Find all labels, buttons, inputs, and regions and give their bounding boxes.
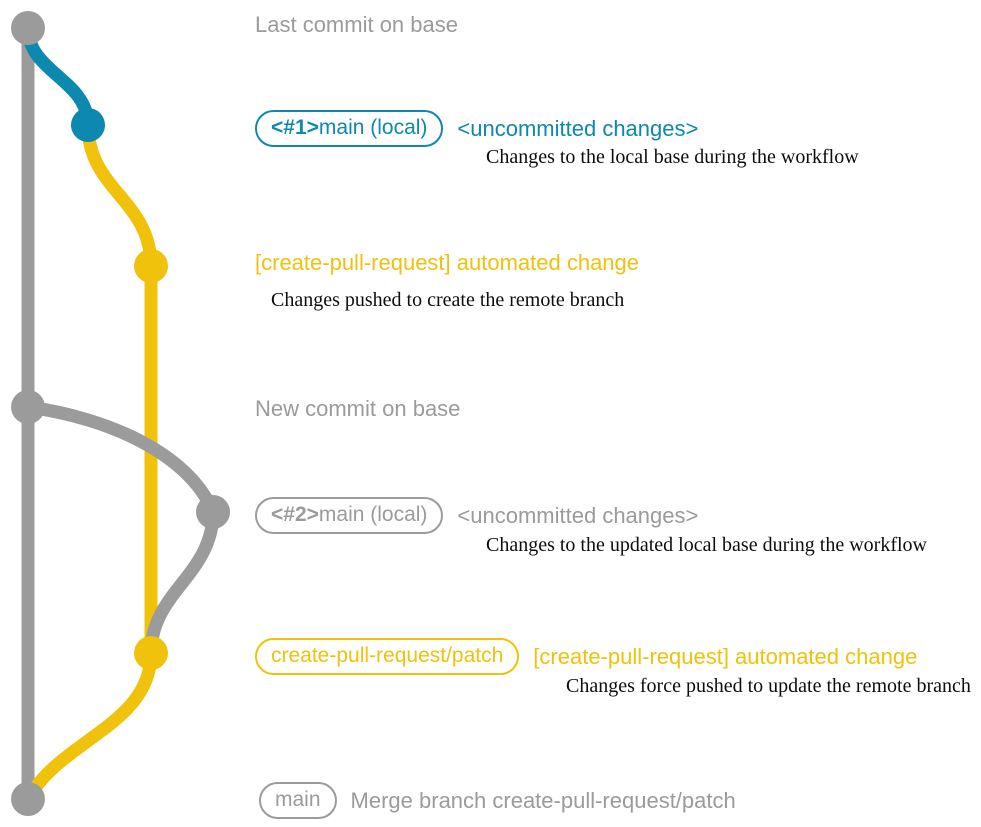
commit-node-local-1[interactable] xyxy=(71,108,105,142)
commit-row-local-uncommitted-1: <#1> main (local) <uncommitted changes> xyxy=(255,110,698,147)
commit-row-last-commit-on-base: Last commit on base xyxy=(255,14,458,36)
commit-subject: New commit on base xyxy=(255,396,461,421)
edge-remote2-to-merge xyxy=(21,646,158,806)
branch-chip-create-pull-request-patch[interactable]: create-pull-request/patch xyxy=(255,638,520,675)
commit-row-remote-update: create-pull-request/patch [create-pull-r… xyxy=(255,638,917,675)
commit-subject: <uncommitted changes> xyxy=(457,502,699,528)
branch-chip-main-local-1[interactable]: <#1> main (local) xyxy=(255,110,444,147)
commit-subject: [create-pull-request] automated change xyxy=(533,643,918,669)
commit-node-local-2[interactable] xyxy=(196,495,230,529)
branch-chip-name: main (local) xyxy=(318,116,428,139)
branch-chip-name: main (local) xyxy=(318,503,428,526)
commit-row-new-commit-on-base: New commit on base xyxy=(255,398,460,420)
commit-node-remote-1[interactable] xyxy=(134,249,168,283)
branch-chip-name: main xyxy=(275,788,321,811)
edge-local1-to-remote1 xyxy=(81,118,158,273)
commit-subject: <uncommitted changes> xyxy=(457,115,699,141)
commit-node-remote-2[interactable] xyxy=(134,636,168,670)
commit-body-remote-create: Changes pushed to create the remote bran… xyxy=(271,289,625,311)
commit-body-local-uncommitted-2: Changes to the updated local base during… xyxy=(486,534,927,556)
branch-chip-main[interactable]: main xyxy=(259,782,337,819)
branch-chip-main-local-2[interactable]: <#2> main (local) xyxy=(255,497,444,534)
commit-subject: Merge branch create-pull-request/patch xyxy=(350,787,736,813)
commit-row-local-uncommitted-2: <#2> main (local) <uncommitted changes> xyxy=(255,497,698,534)
commit-row-remote-create: [create-pull-request] automated change xyxy=(255,252,639,274)
commit-subject: Last commit on base xyxy=(255,12,458,37)
commit-row-merge-commit: main Merge branch create-pull-request/pa… xyxy=(259,782,736,819)
commit-node-base-merge[interactable] xyxy=(11,782,45,816)
branch-chip-number: <#1> xyxy=(271,116,319,139)
commit-body-remote-update: Changes force pushed to update the remot… xyxy=(566,675,971,697)
edge-local2-to-remote2 xyxy=(144,505,220,660)
branch-chip-number: <#2> xyxy=(271,503,319,526)
commit-node-base-new[interactable] xyxy=(11,390,45,424)
edge-basenew-to-local2 xyxy=(21,400,220,519)
commit-subject: [create-pull-request] automated change xyxy=(255,250,640,275)
commit-body-local-uncommitted-1: Changes to the local base during the wor… xyxy=(486,146,859,168)
branch-chip-name: create-pull-request/patch xyxy=(271,644,504,667)
commit-node-base-last[interactable] xyxy=(11,11,45,45)
